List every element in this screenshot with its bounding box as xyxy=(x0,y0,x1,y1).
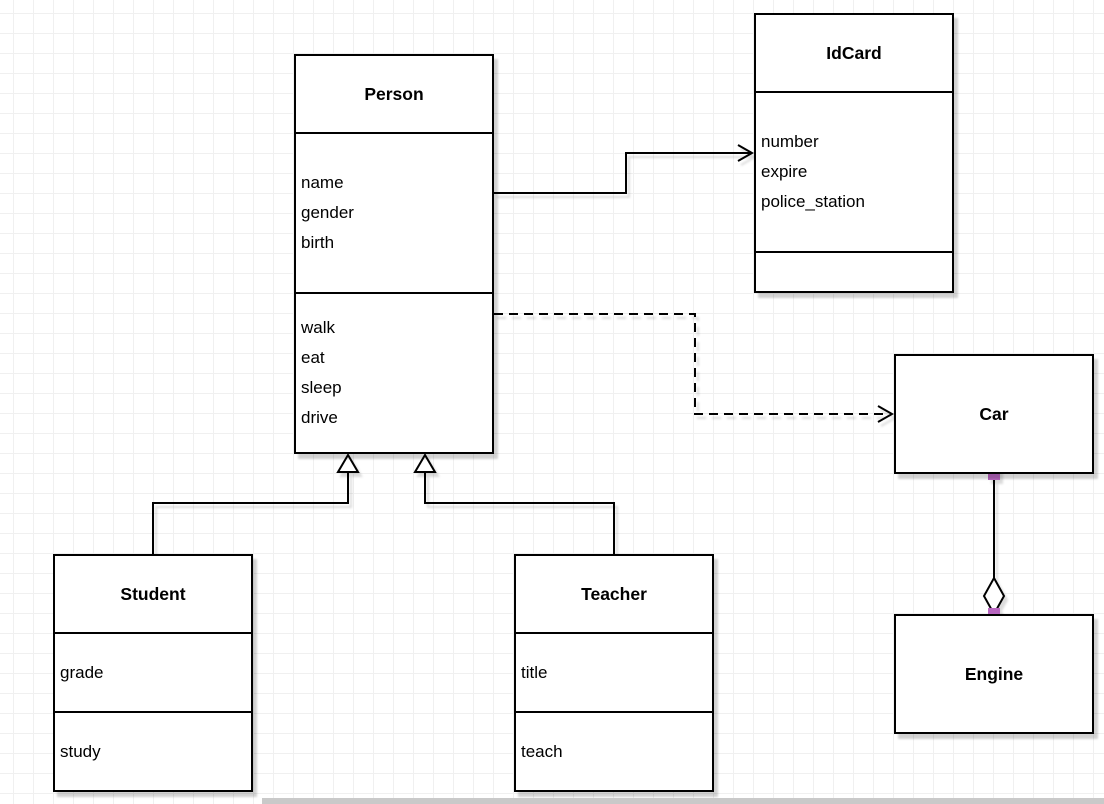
open-arrowhead-icon xyxy=(737,144,755,162)
attribute-row: birth xyxy=(301,233,335,252)
class-idcard[interactable]: IdCard number expire police_station xyxy=(754,13,954,293)
inheritance-triangle-icon xyxy=(413,453,437,473)
edge-line xyxy=(494,313,886,415)
inheritance-triangle-icon xyxy=(336,453,360,473)
class-idcard-title: IdCard xyxy=(756,15,952,93)
method-row: walk xyxy=(301,318,336,337)
class-teacher[interactable]: Teacher title teach xyxy=(514,554,714,792)
class-engine[interactable]: Engine xyxy=(894,614,1094,734)
class-car[interactable]: Car xyxy=(894,354,1094,474)
class-teacher-attributes: title xyxy=(516,634,712,713)
attribute-row: expire xyxy=(761,162,808,181)
class-person[interactable]: Person name gender birth walk eat sleep … xyxy=(294,54,494,454)
attribute-row: grade xyxy=(60,662,104,682)
edge-person-car-dependency[interactable] xyxy=(494,313,895,423)
class-student[interactable]: Student grade study xyxy=(53,554,253,792)
attribute-row: name xyxy=(301,173,344,192)
class-car-title: Car xyxy=(979,403,1009,424)
page-edge-shadow xyxy=(262,798,1104,804)
edge-teacher-person-generalization[interactable] xyxy=(413,453,615,554)
class-student-methods: study xyxy=(55,713,251,790)
edge-line xyxy=(494,152,750,194)
class-student-title: Student xyxy=(55,556,251,634)
class-teacher-methods: teach xyxy=(516,713,712,790)
method-row: drive xyxy=(301,408,338,427)
open-arrowhead-icon xyxy=(877,405,895,423)
class-teacher-title: Teacher xyxy=(516,556,712,634)
class-engine-title: Engine xyxy=(964,663,1024,684)
class-idcard-attributes: number expire police_station xyxy=(756,93,952,253)
edge-line xyxy=(424,472,615,554)
class-student-attributes: grade xyxy=(55,634,251,713)
edge-person-idcard-association[interactable] xyxy=(494,144,755,194)
class-person-title: Person xyxy=(296,56,492,134)
method-row: study xyxy=(60,741,101,761)
attribute-row: police_station xyxy=(761,192,865,211)
edge-car-engine-aggregation[interactable] xyxy=(982,468,1006,620)
attribute-row: title xyxy=(521,662,548,682)
class-person-methods: walk eat sleep drive xyxy=(296,294,492,452)
method-row: eat xyxy=(301,348,325,367)
edge-line xyxy=(152,472,349,554)
edge-student-person-generalization[interactable] xyxy=(152,453,360,554)
class-person-attributes: name gender birth xyxy=(296,134,492,294)
method-row: teach xyxy=(521,741,563,761)
class-idcard-methods xyxy=(756,253,952,291)
attribute-row: gender xyxy=(301,203,354,222)
method-row: sleep xyxy=(301,378,342,397)
attribute-row: number xyxy=(761,132,819,151)
